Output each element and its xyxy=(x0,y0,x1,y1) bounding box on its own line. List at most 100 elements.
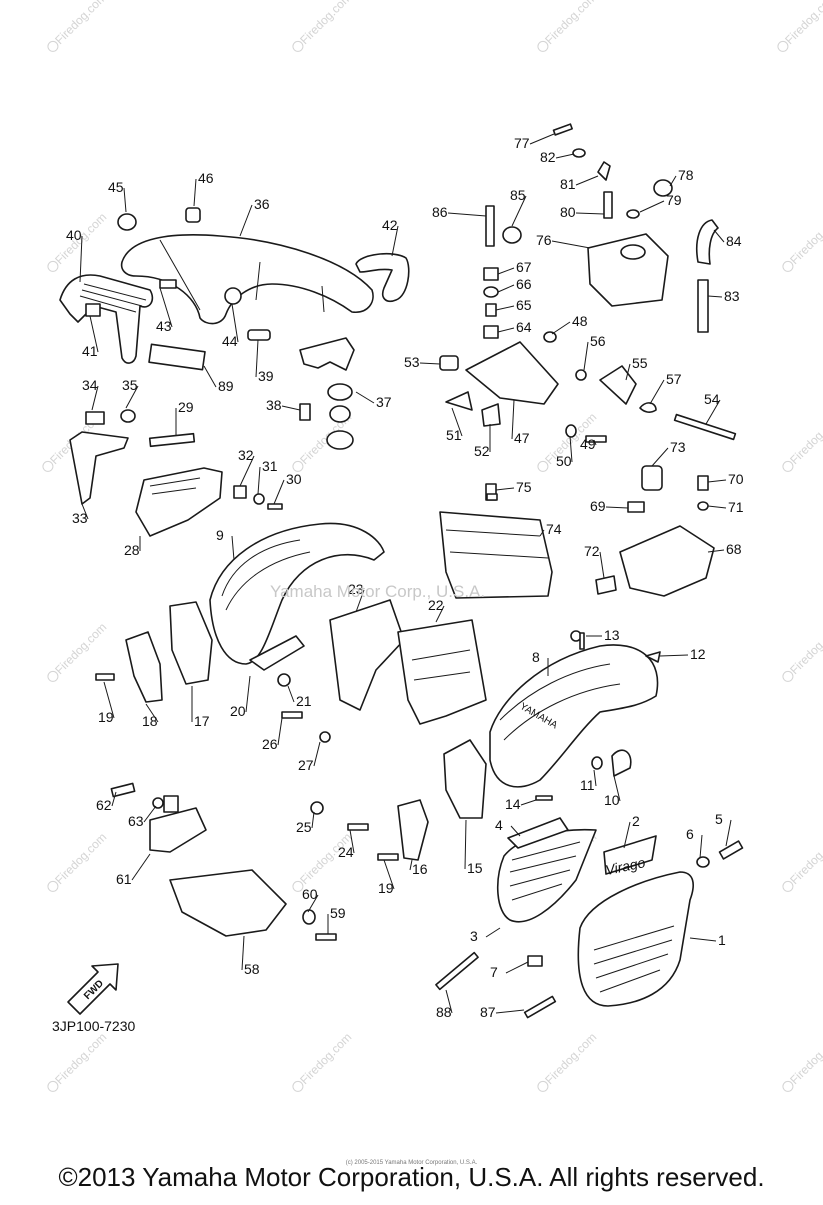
callout-50: 50 xyxy=(556,453,572,469)
leader-line-24 xyxy=(349,829,355,854)
callout-14: 14 xyxy=(505,796,521,812)
callout-22: 22 xyxy=(428,597,444,613)
watermark-text: Firedog.com xyxy=(52,830,109,887)
leader-line-45 xyxy=(123,187,127,213)
leader-line-37 xyxy=(355,391,375,404)
leader-line-26 xyxy=(277,717,283,746)
leader-line-40 xyxy=(79,235,83,283)
callout-13: 13 xyxy=(604,627,620,643)
drawing-code: 3JP100-7230 xyxy=(52,1018,136,1034)
leader-line-6 xyxy=(699,834,703,859)
callout-38: 38 xyxy=(266,397,282,413)
callout-44: 44 xyxy=(222,333,238,349)
callout-30: 30 xyxy=(286,471,302,487)
callout-3: 3 xyxy=(470,928,478,944)
leader-line-9 xyxy=(231,535,235,561)
callout-84: 84 xyxy=(726,233,742,249)
parts-49-50-73-70-71 xyxy=(565,424,709,511)
callout-18: 18 xyxy=(142,713,158,729)
leader-line-57 xyxy=(649,379,665,405)
callout-26: 26 xyxy=(262,736,278,752)
leader-line-32 xyxy=(239,455,255,487)
small-parts-top-left xyxy=(85,207,271,371)
watermark-text: Firedog.com xyxy=(52,0,109,47)
battery-box-part-74 xyxy=(439,483,553,599)
callout-41: 41 xyxy=(82,343,98,359)
callout-60: 60 xyxy=(302,886,318,902)
leader-line-35 xyxy=(125,385,139,409)
callout-79: 79 xyxy=(666,192,682,208)
leader-line-43 xyxy=(159,287,173,328)
leader-line-5 xyxy=(725,819,732,847)
callout-7: 7 xyxy=(490,964,498,980)
callout-74: 74 xyxy=(546,521,562,537)
callout-75: 75 xyxy=(516,479,532,495)
leader-line-12 xyxy=(659,654,689,657)
callout-78: 78 xyxy=(678,167,694,183)
leader-line-73 xyxy=(651,447,669,467)
plates-22-23 xyxy=(329,599,487,725)
callout-56: 56 xyxy=(590,333,606,349)
leader-line-41 xyxy=(89,315,99,353)
bracket-47 xyxy=(439,341,559,427)
callout-24: 24 xyxy=(338,844,354,860)
leader-line-25 xyxy=(311,811,315,829)
side-cover-part-3 xyxy=(496,817,597,923)
callout-28: 28 xyxy=(124,542,140,558)
leader-lines xyxy=(79,133,732,1014)
callout-19: 19 xyxy=(98,709,114,725)
callout-33: 33 xyxy=(72,510,88,526)
grab-bar-part-42 xyxy=(355,252,410,303)
callout-20: 20 xyxy=(230,703,246,719)
callout-5: 5 xyxy=(715,811,723,827)
leader-line-55 xyxy=(625,363,631,381)
leader-line-71 xyxy=(707,505,727,509)
side-plates-17-18 xyxy=(125,601,213,703)
leader-line-58 xyxy=(241,935,245,971)
callout-70: 70 xyxy=(728,471,744,487)
leader-line-86 xyxy=(447,212,487,217)
leader-line-15 xyxy=(464,819,467,870)
leader-line-30 xyxy=(273,479,285,505)
watermark-text: Firedog.com xyxy=(787,620,823,677)
leader-line-53 xyxy=(419,362,441,365)
leader-line-68 xyxy=(707,549,725,553)
leader-line-66 xyxy=(497,284,515,293)
leader-line-19 xyxy=(383,859,395,890)
leader-line-72 xyxy=(599,551,605,579)
watermark-text: Firedog.com xyxy=(787,410,823,467)
bracket-part-58 xyxy=(110,782,337,941)
leader-line-22 xyxy=(435,605,445,623)
leader-line-20 xyxy=(245,675,251,713)
leader-line-47 xyxy=(511,399,515,440)
leader-line-38 xyxy=(281,405,301,411)
leader-line-77 xyxy=(529,133,555,145)
watermark-text: Firedog.com xyxy=(542,0,599,47)
callout-9: 9 xyxy=(216,527,224,543)
callout-48: 48 xyxy=(572,313,588,329)
leader-line-18 xyxy=(145,703,159,723)
leader-line-63 xyxy=(143,805,157,823)
hose-parts-83-84 xyxy=(696,219,719,333)
callout-49: 49 xyxy=(580,436,596,452)
watermark-text: Firedog.com xyxy=(787,210,823,267)
emblem-part-2: Virago xyxy=(603,835,657,878)
callout-52: 52 xyxy=(474,443,490,459)
callout-36: 36 xyxy=(254,196,270,212)
leader-line-46 xyxy=(193,178,197,207)
leader-line-16 xyxy=(409,859,413,871)
leader-line-75 xyxy=(495,487,515,491)
leader-line-34 xyxy=(91,385,99,411)
leader-line-82 xyxy=(555,153,575,159)
watermark-text: Firedog.com xyxy=(787,1030,823,1087)
watermark-text: Firedog.com xyxy=(297,0,354,47)
callout-29: 29 xyxy=(178,399,194,415)
leader-line-69 xyxy=(605,506,629,509)
leader-line-56 xyxy=(583,341,589,371)
leader-line-88 xyxy=(445,989,453,1014)
leader-line-27 xyxy=(313,741,321,767)
leader-line-79 xyxy=(639,200,665,213)
leader-line-14 xyxy=(520,799,537,806)
callout-11: 11 xyxy=(580,777,595,793)
